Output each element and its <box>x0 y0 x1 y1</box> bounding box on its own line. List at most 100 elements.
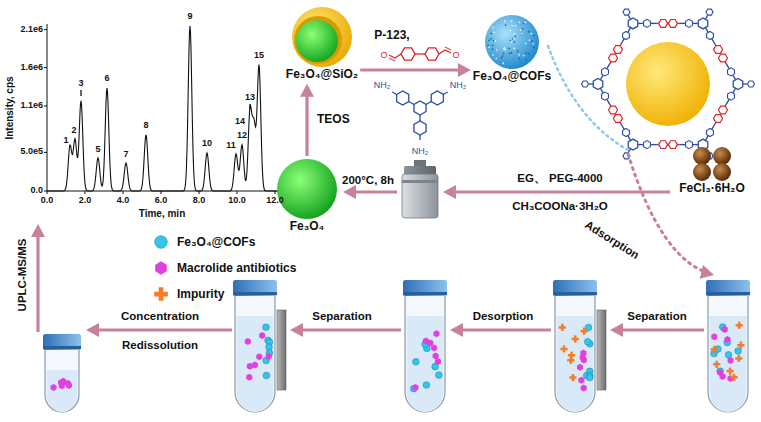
antibiotic-particle <box>431 344 437 351</box>
axis-title: Time, min <box>139 208 186 219</box>
autoclave <box>402 180 438 183</box>
cof-framework <box>628 18 638 29</box>
antibiotic-particle <box>722 326 728 333</box>
cof-framework <box>714 115 723 123</box>
cof-particle <box>584 339 591 346</box>
cof-sphere <box>511 20 513 22</box>
cof-framework <box>733 79 743 90</box>
cof-framework <box>609 106 618 114</box>
legend-symbol <box>152 233 170 251</box>
peak-number: 7 <box>123 150 128 160</box>
axis-tick-label: 2.0 <box>79 196 92 206</box>
cof-framework <box>613 115 622 123</box>
cof-sphere <box>513 48 515 50</box>
reagent-balls <box>693 163 711 181</box>
atom-label: O <box>452 51 459 61</box>
process-arrow <box>443 185 456 199</box>
reagent-balls <box>713 163 731 181</box>
atom-label: NH₂ <box>412 147 429 157</box>
cof-sphere <box>488 46 490 48</box>
bipyridine-structure <box>425 48 439 60</box>
antibiotic-particle <box>266 353 272 360</box>
axis-tick <box>44 67 47 68</box>
cof-sphere <box>490 33 492 35</box>
process-arrow <box>360 63 471 77</box>
cof-sphere <box>525 59 527 61</box>
cof-framework <box>748 81 755 87</box>
axis-tick <box>44 152 47 153</box>
axis-title: Intensity, cps <box>4 76 15 139</box>
antibiotic-particle <box>577 364 583 371</box>
process-label: 200°C, 8h <box>342 174 394 187</box>
cof-framework <box>714 46 723 54</box>
autoclave <box>414 160 426 167</box>
tube-cap <box>403 280 447 296</box>
process-arrow <box>343 185 397 199</box>
cof-sphere <box>502 55 504 57</box>
tapb-structure <box>392 92 396 95</box>
node-label: Fe₃O₄@SiO₂ <box>286 68 358 82</box>
cof-framework <box>659 19 668 27</box>
antibiotic-particle <box>581 384 587 391</box>
cof-framework <box>668 141 677 149</box>
cof-framework <box>613 46 622 54</box>
core-shell-sphere <box>294 16 342 64</box>
process-arrow <box>450 323 463 337</box>
cof-framework <box>659 141 668 149</box>
impurity-particle <box>569 374 576 381</box>
sample-tube <box>706 280 750 412</box>
cof-framework <box>623 128 630 136</box>
desorption-tube <box>405 294 445 412</box>
cof-sphere <box>520 29 522 31</box>
tube-cap <box>233 280 277 296</box>
adsorption-arrow <box>628 154 714 279</box>
peak-number: 14 <box>235 117 245 127</box>
cof-sphere <box>532 43 534 45</box>
process-label: Desorption <box>473 310 534 323</box>
cof-sphere <box>485 15 539 69</box>
desorption-tube <box>403 280 447 412</box>
cof-framework <box>644 141 651 149</box>
peak-number: 1 <box>63 136 68 146</box>
reagent-balls: FeCl₃·6H₂O <box>679 146 745 196</box>
antibiotic-particle <box>433 330 439 337</box>
cof-framework <box>668 19 677 27</box>
axis-tick-label: 0.0 <box>41 196 54 206</box>
cof-sphere <box>502 62 504 64</box>
axis-tick-label: 12.0 <box>266 196 284 206</box>
reagent-balls <box>693 147 711 165</box>
axis-tick-label: 0.0 <box>30 186 43 196</box>
cof-framework <box>593 79 603 90</box>
cof-sphere <box>533 35 535 37</box>
legend-label: Macrolide antibiotics <box>177 261 296 275</box>
cof-sphere <box>493 31 495 33</box>
cof-sphere <box>513 38 515 40</box>
atom-label: O <box>380 51 387 61</box>
cof-sphere <box>523 55 525 57</box>
peak-number: 2 <box>71 126 76 136</box>
cof-particle <box>725 352 732 359</box>
cof-sphere <box>488 39 490 41</box>
process-arrow <box>31 224 45 237</box>
cof-sphere <box>524 21 526 23</box>
legend-label: Impurity <box>177 287 224 301</box>
process-label: Redissolution <box>122 339 198 352</box>
process-arrow <box>621 328 704 331</box>
cof-sphere <box>494 40 496 42</box>
cof-sphere <box>490 38 492 40</box>
tapb-structure <box>431 91 443 105</box>
cof-sphere <box>492 48 494 50</box>
cof-particle <box>587 374 594 381</box>
magnet <box>597 310 606 390</box>
sample-tube <box>708 294 748 412</box>
peak-number: 9 <box>187 12 192 22</box>
tapb-structure <box>414 121 426 135</box>
cof-framework <box>623 9 630 15</box>
adsorption-arrow <box>628 154 712 274</box>
axis-tick <box>237 191 238 194</box>
sample-vial <box>45 348 79 412</box>
process-arrow <box>301 328 401 331</box>
cof-sphere <box>518 58 520 60</box>
process-arrow <box>97 328 232 331</box>
